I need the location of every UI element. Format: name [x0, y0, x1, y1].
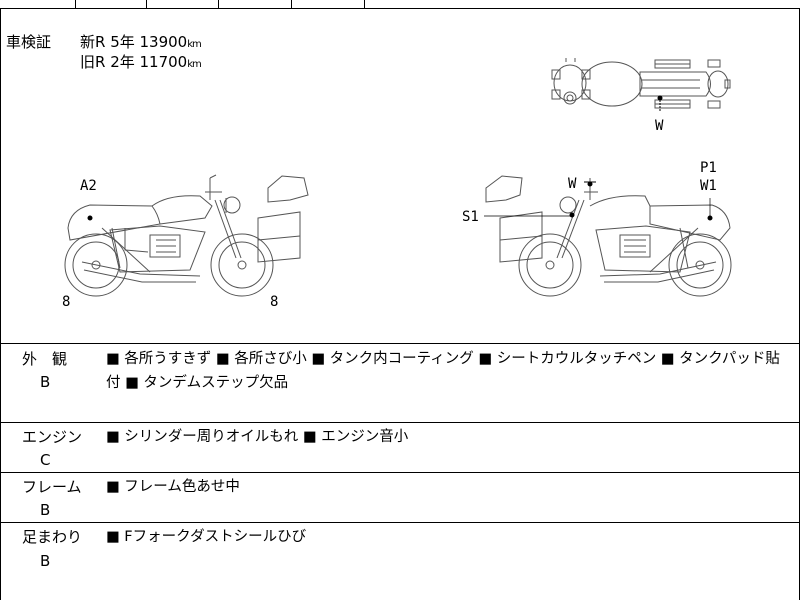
row-label-frame: フレーム: [22, 478, 82, 496]
row-notes-suspension: ■ Fフォークダストシールひび: [106, 529, 307, 545]
inspection-new-line: 新R 5年 13900km: [80, 33, 202, 54]
header-divider: [364, 0, 365, 8]
mark-right-w1: W1: [700, 178, 717, 194]
row-label-suspension: 足まわり: [22, 528, 83, 546]
row-notes-frame: ■ フレーム色あせ中: [106, 479, 240, 495]
row-notes-exterior: ■ 各所うすきず ■ 各所さび小 ■ タンク内コーティング ■ シートカウルタッ…: [106, 351, 780, 391]
inspection-label: 車検証: [6, 33, 52, 51]
row-grade-suspension: B: [40, 552, 51, 570]
row-notes-engine: ■ シリンダー周りオイルもれ ■ エンジン音小: [106, 429, 409, 445]
mark-left-a2: A2: [80, 178, 97, 194]
header-divider: [146, 0, 147, 8]
mark-left-front-tire: 8: [62, 294, 70, 310]
row-grade-exterior: B: [40, 373, 51, 391]
header-divider: [75, 0, 76, 8]
mark-right-p1: P1: [700, 160, 717, 176]
row-grade-engine: C: [40, 451, 51, 469]
mark-left-rear-tire: 8: [270, 294, 278, 310]
header-divider: [291, 0, 292, 8]
left-border: [0, 8, 1, 600]
row-label-exterior: 外 観: [22, 350, 68, 368]
inspection-new-value: 新R 5年 13900: [80, 33, 188, 51]
top-w-dot: [657, 95, 663, 101]
table-top-border: [0, 343, 800, 344]
motorcycle-left-view: [64, 174, 309, 297]
km-unit: km: [187, 39, 202, 50]
top-border: [0, 8, 800, 9]
motorcycle-right-view: [485, 175, 732, 297]
inspection-old-line: 旧R 2年 11700km: [80, 53, 202, 74]
right-s1-dot: [569, 212, 575, 218]
header-divider: [218, 0, 219, 8]
row-divider: [0, 422, 800, 423]
row-label-engine: エンジン: [22, 428, 83, 446]
right-w1-dot: [707, 215, 713, 221]
motorcycle-damage-diagram: W A2 8 8 W S1 P1 W1: [62, 58, 732, 310]
mark-right-w: W: [568, 176, 577, 192]
mark-top-w: W: [655, 118, 664, 134]
row-divider: [0, 472, 800, 473]
km-unit: km: [187, 59, 202, 70]
mark-right-s1: S1: [462, 209, 479, 225]
inspection-old-value: 旧R 2年 11700: [80, 53, 188, 71]
row-grade-frame: B: [40, 501, 51, 519]
row-divider: [0, 522, 800, 523]
motorcycle-top-view: [551, 58, 731, 109]
right-w-dot: [587, 181, 593, 187]
left-a2-dot: [87, 215, 93, 221]
